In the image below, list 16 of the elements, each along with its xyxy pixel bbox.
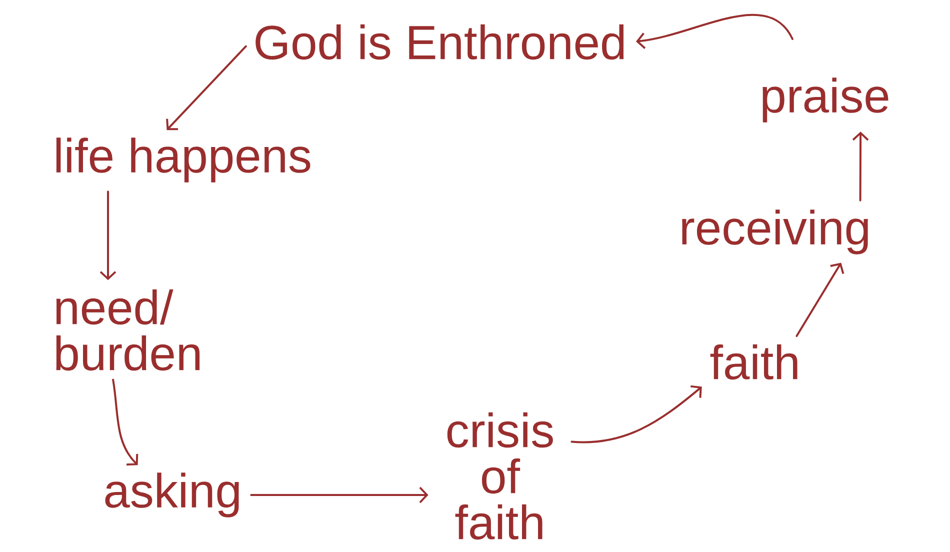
step-label: praise (762, 78, 888, 122)
step-label: receiving (682, 210, 868, 254)
arrow (166, 45, 247, 130)
arrow (112, 378, 138, 466)
step-label: life happens (56, 138, 310, 182)
arrow (100, 190, 116, 280)
step-label: need/ burden (56, 289, 200, 371)
arrow (636, 14, 794, 49)
arrow (852, 132, 869, 202)
arrow (250, 486, 428, 504)
arrow (570, 385, 702, 444)
arrow (796, 262, 844, 338)
step-label: asking (105, 472, 239, 518)
step-label: God is Enthroned (256, 24, 624, 60)
step-label: crisis of faith (447, 412, 553, 540)
step-label: faith (710, 344, 798, 380)
